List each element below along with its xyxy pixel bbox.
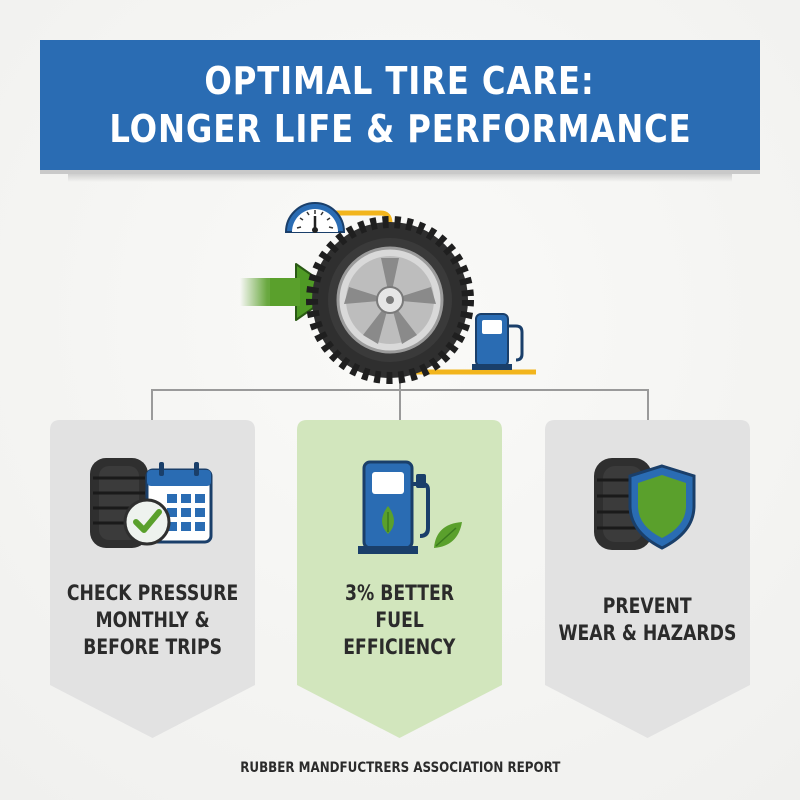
card-label-line: 3% BETTER — [344, 580, 455, 605]
title-line-1: OPTIMAL TIRE CARE: — [204, 59, 596, 103]
green-arrow-icon — [240, 263, 337, 321]
tire-shield-icon — [580, 448, 715, 563]
card-label: PREVENT WEAR & HAZARDS — [553, 570, 742, 670]
tire-calendar-check-icon — [85, 448, 220, 563]
card-label-line: CHECK PRESSURE — [66, 580, 239, 605]
card-label-line: EFFICIENCY — [343, 634, 456, 659]
title-banner: OPTIMAL TIRE CARE: LONGER LIFE & PERFORM… — [40, 40, 760, 170]
card-background — [297, 420, 502, 738]
footer-text: RUBBER MANDFUCTRERS ASSOCIATION REPORT — [239, 760, 561, 776]
tire-icon — [306, 216, 474, 384]
fuel-pump-leaf-icon — [332, 448, 467, 563]
card-label: CHECK PRESSURE MONTHLY & BEFORE TRIPS — [58, 570, 247, 670]
hero-illustration — [240, 188, 560, 388]
card-label-line: MONTHLY & — [95, 607, 210, 632]
fuel-pump-icon — [472, 313, 524, 370]
card-label-line: FUEL — [375, 607, 424, 632]
card-label-line: WEAR & HAZARDS — [558, 621, 737, 645]
card-check-pressure: CHECK PRESSURE MONTHLY & BEFORE TRIPS — [50, 420, 255, 740]
card-prevent-wear: PREVENT WEAR & HAZARDS — [545, 420, 750, 740]
title-line-2: LONGER LIFE & PERFORMANCE — [108, 107, 692, 151]
gauge-icon — [284, 202, 346, 233]
card-label-line: BEFORE TRIPS — [83, 634, 222, 659]
footer-source: RUBBER MANDFUCTRERS ASSOCIATION REPORT — [0, 759, 800, 777]
card-label: 3% BETTER FUEL EFFICIENCY — [305, 570, 494, 670]
card-label-line: PREVENT — [603, 594, 692, 618]
card-fuel-efficiency: 3% BETTER FUEL EFFICIENCY — [297, 420, 502, 740]
banner-shadow — [68, 170, 732, 182]
